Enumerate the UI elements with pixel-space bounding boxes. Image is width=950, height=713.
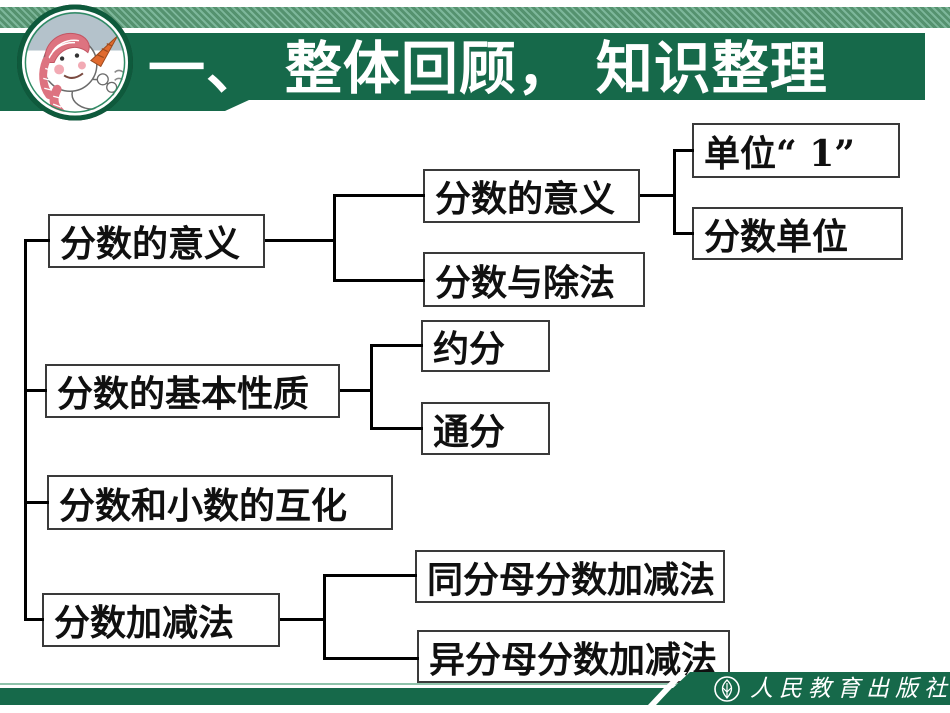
tree-node-common-denominator: 通分 [421,402,550,455]
header-stripe-band [0,7,950,28]
connector [340,389,373,392]
connector [323,574,417,577]
connector [323,657,419,660]
connector-stub [24,239,50,242]
footer-raised-band [655,672,950,705]
publisher-emblem-icon [714,676,740,702]
tree-node-fraction-meaning: 分数的意义 [48,214,265,268]
connector [333,194,425,197]
snowman-mascot-icon [16,4,134,121]
tree-node-fraction-unit: 分数单位 [692,207,903,260]
footer-hairline [0,683,950,685]
tree-node-reduction: 约分 [421,320,550,372]
connector [370,344,423,347]
tree-node-fraction-decimal-conversion: 分数和小数的互化 [47,475,393,530]
connector-spine [24,240,27,621]
connector [673,149,676,235]
connector [333,194,336,282]
connector [323,574,326,660]
connector [370,427,423,430]
connector-stub [24,618,44,621]
connector-stub [24,501,49,504]
connector [673,149,694,152]
tree-node-meaning-sub: 分数的意义 [423,169,640,223]
footer-diagonal-slash [648,672,694,705]
connector [640,194,676,197]
connector [370,344,373,430]
publisher-name: 人民教育出版社 [750,676,950,702]
connector [280,618,326,621]
tree-node-unit-one: 单位“ 1” [692,123,900,178]
tree-node-fraction-addsub: 分数加减法 [42,593,280,647]
slide-title: 一、 整体回顾， 知识整理 [148,35,828,102]
tree-node-basic-property: 分数的基本性质 [45,364,340,418]
tree-node-same-denominator-addsub: 同分母分数加减法 [415,550,725,603]
connector-stub [24,389,47,392]
connector [265,239,336,242]
tree-node-fraction-division: 分数与除法 [423,252,645,307]
connector [673,232,694,235]
header-bar [0,33,925,111]
connector [333,279,425,282]
